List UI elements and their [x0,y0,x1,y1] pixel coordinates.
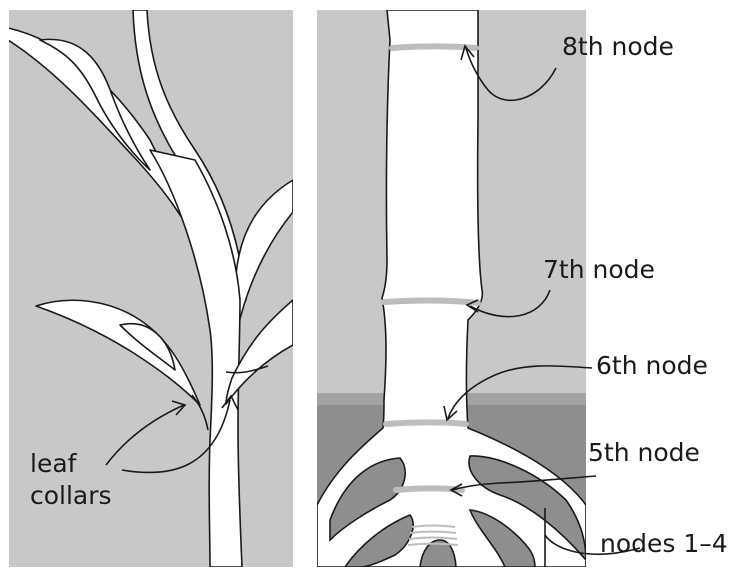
label-7th-node: 7th node [543,255,655,284]
node-band-7 [384,301,478,303]
label-6th-node: 6th node [596,351,708,380]
label-8th-node: 8th node [562,32,674,61]
node-band-6 [386,423,466,425]
leaf-collars-label-line2: collars [30,481,112,510]
label-nodes-1-4: nodes 1–4 [600,529,728,558]
label-5th-node: 5th node [588,438,700,467]
right-panel [317,10,586,567]
node-band-8 [392,47,476,49]
leaf-collars-label-line1: leaf [30,449,78,478]
